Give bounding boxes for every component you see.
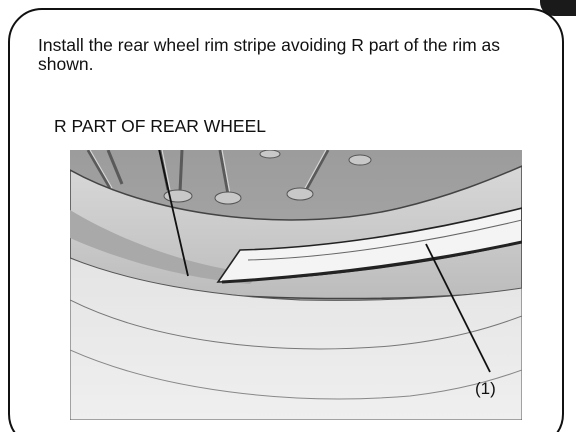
ref-1-label: (1)	[475, 379, 496, 398]
tire	[70, 257, 522, 420]
ref-1-leader-line	[425, 243, 491, 373]
r-part-callout-label: R PART OF REAR WHEEL	[54, 116, 266, 136]
instruction-text: Install the rear wheel rim stripe avoidi…	[38, 35, 500, 74]
page-corner-tab	[540, 0, 576, 16]
spoke-nipples	[163, 150, 372, 205]
r-part-leader-line	[158, 150, 189, 277]
rear-wheel-illustration	[70, 150, 522, 420]
